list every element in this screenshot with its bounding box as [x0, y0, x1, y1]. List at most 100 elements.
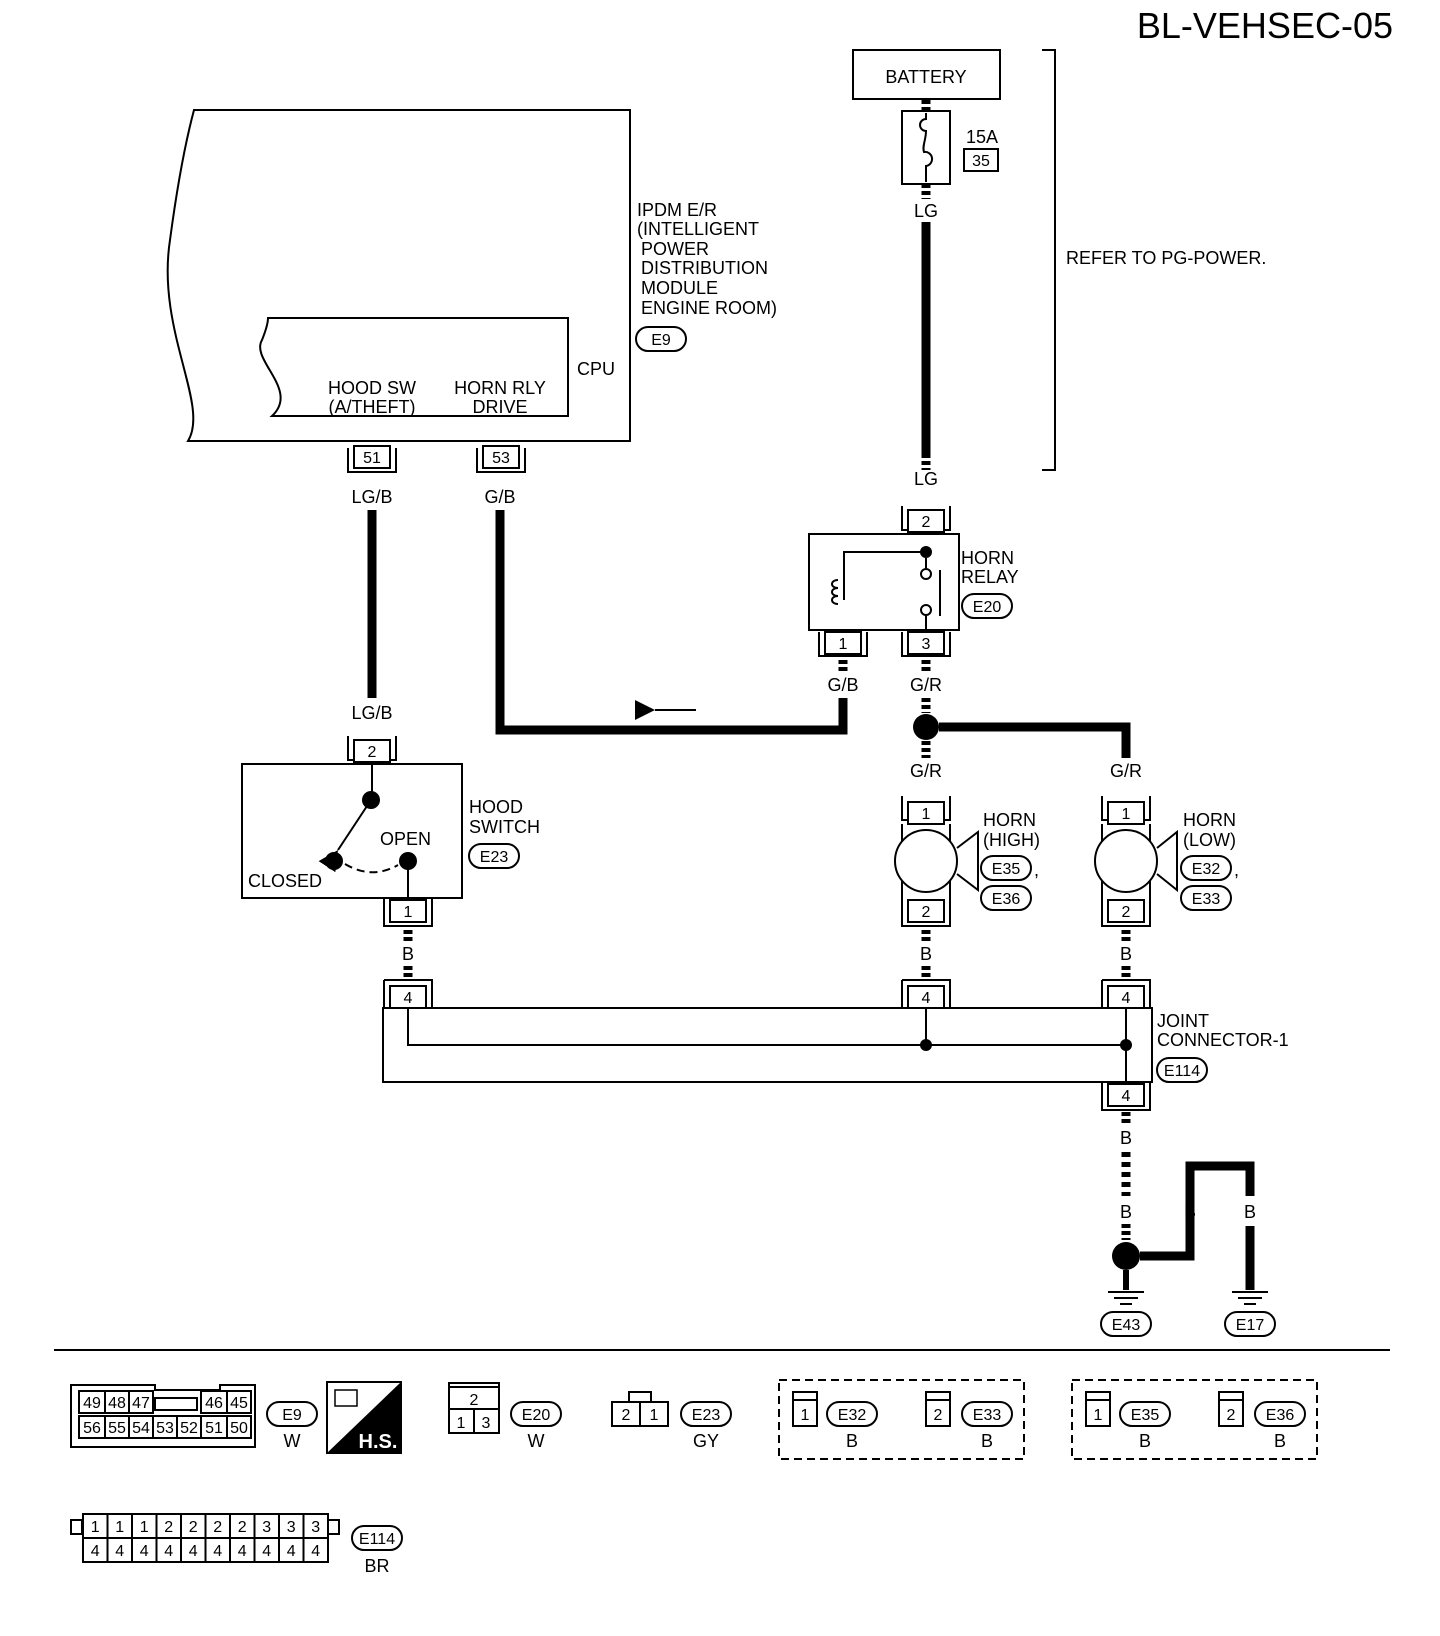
horn-relay-connector-id: E20 — [973, 599, 1002, 616]
battery-label: BATTERY — [885, 67, 966, 87]
wire-color-b-loop-right: B — [1244, 1202, 1256, 1222]
connector-view-e35-e36: 1 E35 B 2 E36 B — [1071, 1379, 1318, 1460]
horn-relay-pin-3: 3 — [901, 631, 951, 657]
hood-switch-pin-2: 2 — [347, 736, 397, 763]
e114-pin-label: 1 — [140, 1519, 149, 1536]
joint-connector-pin-4a: 4 — [383, 979, 433, 1009]
e114-pin-label: 3 — [311, 1519, 320, 1536]
wire-color-gr-low: G/R — [1110, 761, 1142, 781]
horn-high-pin-1-label: 1 — [922, 806, 931, 823]
e20-pin-3: 3 — [482, 1415, 491, 1432]
joint-line2: CONNECTOR-1 — [1157, 1030, 1289, 1050]
joint-pin-4b-label: 4 — [922, 990, 931, 1007]
refer-bracket — [1042, 49, 1056, 471]
e114-pin-label: 2 — [164, 1519, 173, 1536]
joint-line1: JOINT — [1157, 1011, 1209, 1031]
e9-pin-45: 45 — [230, 1395, 248, 1412]
ipdm-label: IPDM E/R (INTELLIGENT POWER DISTRIBUTION… — [635, 200, 777, 352]
e23-view-id: E23 — [692, 1407, 721, 1424]
e9-view-color: W — [284, 1431, 301, 1451]
e23-pin-1: 1 — [650, 1407, 659, 1424]
connector-view-e23: 2 1 E23 GY — [611, 1391, 732, 1451]
wire-color-gb-top: G/B — [484, 487, 515, 507]
e114-pin-label: 3 — [262, 1519, 271, 1536]
ipdm-pin-51-label: 51 — [363, 450, 381, 467]
e20-view-id: E20 — [522, 1407, 551, 1424]
horn-relay-line1: HORN — [961, 548, 1014, 568]
ipdm-pin-53-label: 53 — [492, 450, 510, 467]
hood-switch-label: HOOD SWITCH E23 — [468, 797, 540, 869]
hood-switch-connector-id: E23 — [480, 849, 509, 866]
horn-low-connector-1: E32 — [1192, 861, 1221, 878]
e33-view-color: B — [981, 1431, 993, 1451]
horn-low-pin-2-label: 2 — [1122, 904, 1131, 921]
e32-view-id: E32 — [838, 1407, 867, 1424]
horn-rly-line1: HORN RLY — [454, 378, 546, 398]
relay-pin-1-label: 1 — [839, 636, 848, 653]
e114-pin-label: 4 — [213, 1543, 222, 1560]
horn-high — [894, 824, 979, 898]
e114-pin-label: 2 — [213, 1519, 222, 1536]
e114-view-color: BR — [364, 1556, 389, 1576]
e36-view-color: B — [1274, 1431, 1286, 1451]
joint-pin-4a-label: 4 — [404, 990, 413, 1007]
ipdm-connector-id: E9 — [651, 332, 671, 349]
relay-pin-3-label: 3 — [922, 636, 931, 653]
horn-high-label: HORN (HIGH) E35 , E36 — [980, 810, 1040, 911]
e9-pin-52: 52 — [180, 1420, 198, 1437]
e114-pin-label: 4 — [115, 1543, 124, 1560]
e114-pin-label: 1 — [115, 1519, 124, 1536]
horn-high-connector-1: E35 — [992, 861, 1021, 878]
horn-low-line1: HORN — [1183, 810, 1236, 830]
e114-pin-label: 4 — [91, 1543, 100, 1560]
ipdm-pin-53: 53 — [476, 445, 526, 473]
e9-pin-48: 48 — [108, 1395, 126, 1412]
e20-view-color: W — [528, 1431, 545, 1451]
ipdm-name-line5: MODULE — [641, 278, 718, 298]
connector-view-e32-e33: 1 E32 B 2 E33 B — [778, 1379, 1025, 1460]
horn-relay-label: HORN RELAY E20 — [961, 548, 1019, 619]
wire-color-lgb-top: LG/B — [351, 487, 392, 507]
ipdm-name-line2: (INTELLIGENT — [637, 219, 759, 239]
horn-high-line1: HORN — [983, 810, 1036, 830]
horn-high-pin-2-label: 2 — [922, 904, 931, 921]
closed-label: CLOSED — [248, 871, 322, 891]
horn-high-pin-1: 1 — [901, 796, 951, 825]
e114-pin-label: 4 — [311, 1543, 320, 1560]
e33-pin: 2 — [934, 1407, 943, 1424]
wire-color-lgb-switch: LG/B — [351, 703, 392, 723]
wire-color-b-ground: B — [1120, 1128, 1132, 1148]
wire-color-gr-high: G/R — [910, 761, 942, 781]
ground-e17: E17 — [1224, 1291, 1276, 1337]
connector-view-e20: 2 1 3 E20 W — [448, 1382, 562, 1451]
hood-sw-line2: (A/THEFT) — [329, 397, 416, 417]
wire-color-b-high: B — [920, 944, 932, 964]
e35-pin: 1 — [1094, 1407, 1103, 1424]
e114-pin-label: 4 — [287, 1543, 296, 1560]
e36-pin: 2 — [1227, 1407, 1236, 1424]
hood-switch-line2: SWITCH — [469, 817, 540, 837]
hood-switch: OPEN CLOSED — [241, 763, 463, 899]
e9-pin-50: 50 — [230, 1420, 248, 1437]
e36-view-id: E36 — [1266, 1407, 1295, 1424]
wire-color-b-loop-left: B — [1184, 1202, 1196, 1222]
e23-pin-2: 2 — [622, 1407, 631, 1424]
hood-pin-2-label: 2 — [368, 744, 377, 761]
e9-pin-51: 51 — [205, 1420, 223, 1437]
e9-pin-56: 56 — [83, 1420, 101, 1437]
hs-badge: H.S. — [326, 1381, 402, 1454]
horn-low-pin-1-label: 1 — [1122, 806, 1131, 823]
ipdm-name-line3: POWER — [641, 239, 709, 259]
hood-pin-1-label: 1 — [404, 904, 413, 921]
joint-connector-label: JOINT CONNECTOR-1 E114 — [1156, 1011, 1289, 1083]
joint-connector-pin-4d: 4 — [1101, 1082, 1151, 1111]
e114-pin-label: 4 — [262, 1543, 271, 1560]
ipdm-name-line4: DISTRIBUTION — [641, 258, 768, 278]
e33-view-id: E33 — [973, 1407, 1002, 1424]
splice-gr — [913, 714, 939, 740]
e9-pin-46: 46 — [205, 1395, 223, 1412]
e9-pin-49: 49 — [83, 1395, 101, 1412]
battery: BATTERY — [852, 49, 1001, 100]
